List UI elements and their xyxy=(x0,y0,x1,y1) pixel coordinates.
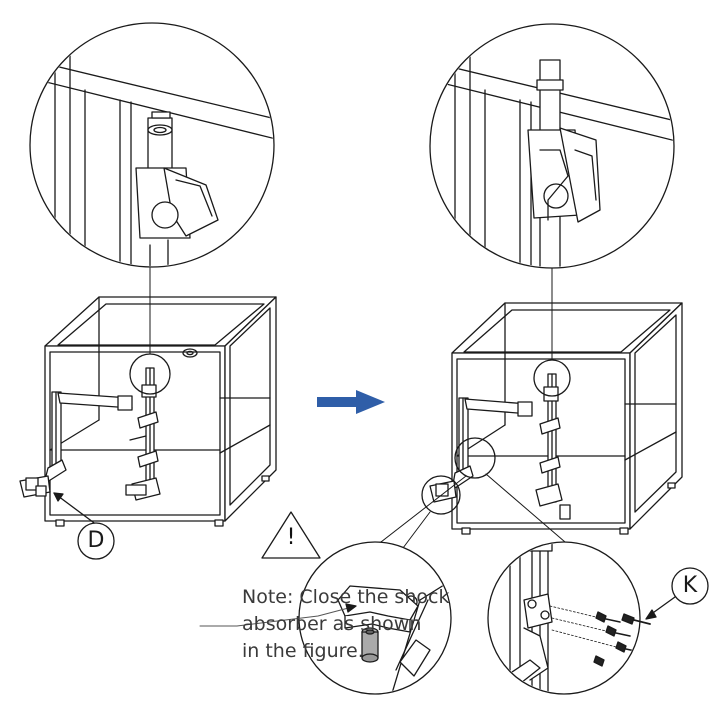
cabinet-left xyxy=(44,296,277,527)
callout-label-k: K xyxy=(682,573,698,598)
cabinet-right xyxy=(451,302,683,535)
detail-circle-screws xyxy=(487,541,641,695)
detail-marker-right-bottom xyxy=(421,475,461,515)
warning-exclamation: ! xyxy=(286,525,296,550)
detail-marker-right-mid xyxy=(454,437,496,479)
callout-circle-k xyxy=(671,567,709,605)
callout-circle-d xyxy=(77,522,115,560)
detail-circle-shock-absorber xyxy=(298,541,452,695)
callout-label-d: D xyxy=(87,528,105,553)
detail-circle-right xyxy=(429,23,675,269)
right-arrow-icon xyxy=(317,390,385,414)
detail-circle-left xyxy=(29,22,275,268)
note-line-3: in the figure. xyxy=(242,640,364,662)
note-line-2: absorber as shown xyxy=(242,613,422,635)
rail-assembly-right xyxy=(429,373,571,520)
note-line-1: Note: Close the shock xyxy=(242,586,450,608)
warning-triangle-icon xyxy=(261,511,321,559)
note-text: Note: Close the shock absorber as shown … xyxy=(242,584,492,665)
rail-assembly-left xyxy=(19,367,161,501)
